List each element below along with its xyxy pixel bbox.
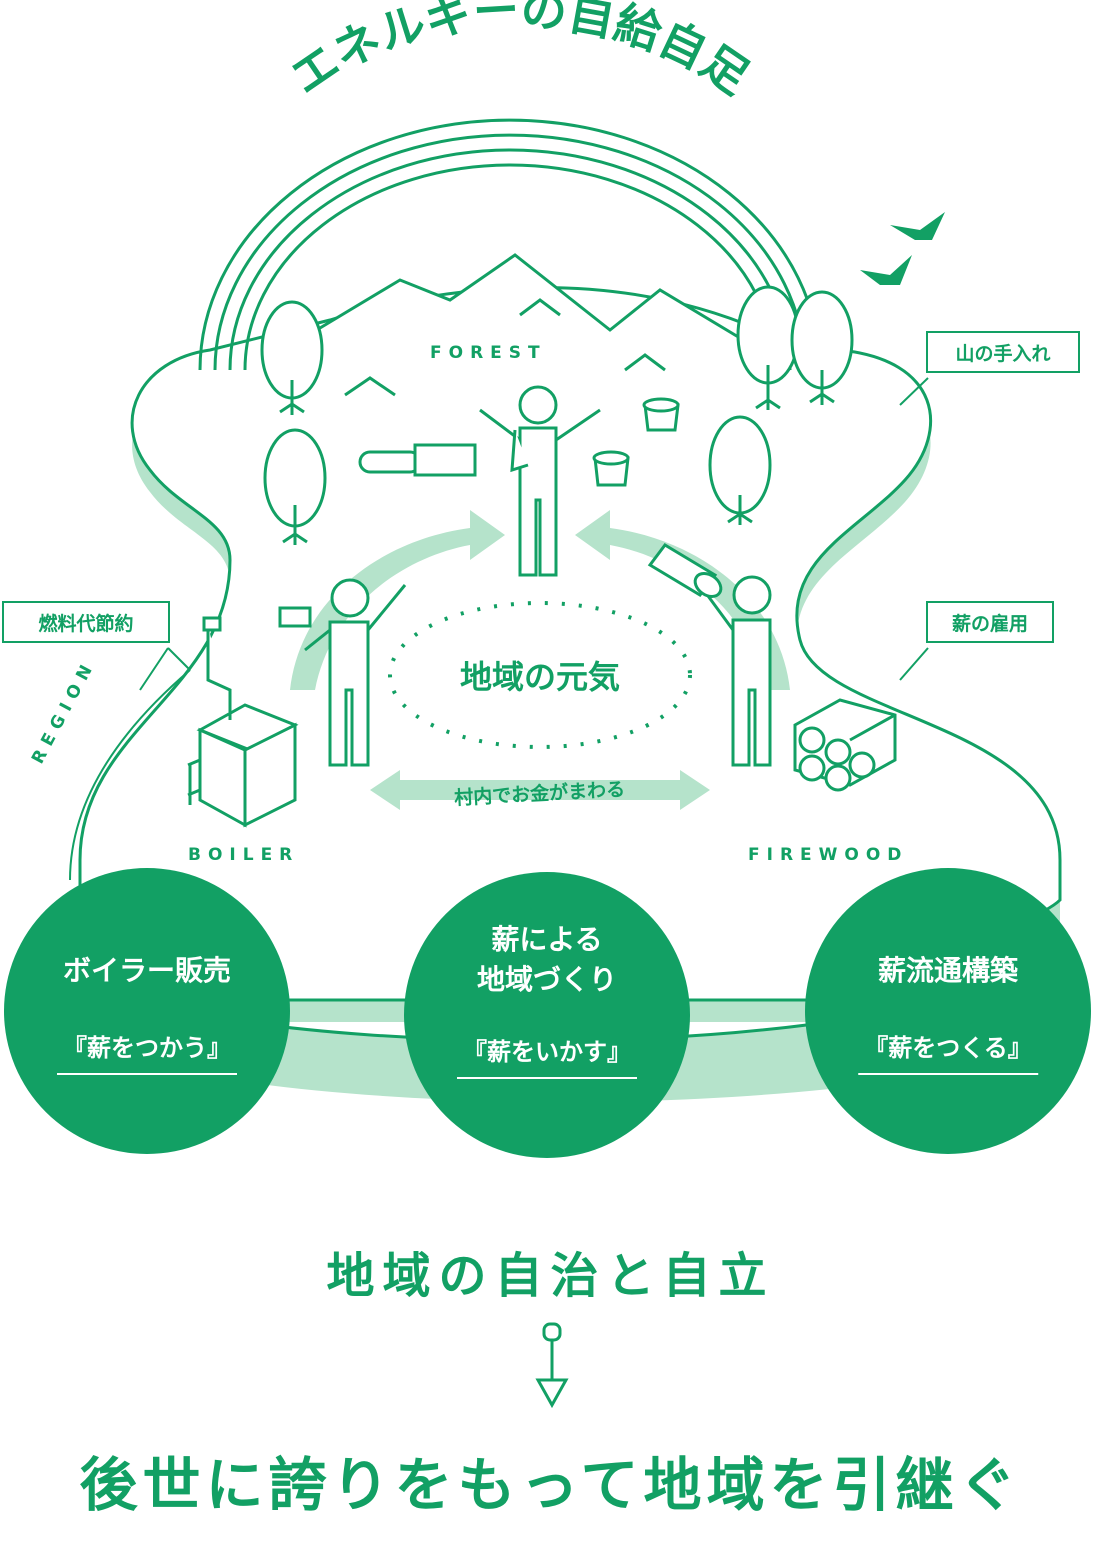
circle-sub: 『薪をつくる』 [858,1028,1038,1075]
chainsaw-icon [358,443,477,477]
label-fuel-saving: 燃料代節約 [2,601,170,643]
conclusion: 後世に誇りをもって地域を引継ぐ [79,1451,1022,1519]
firewood-stack-icon [793,698,897,792]
boiler-icon [187,616,299,828]
log-icon [647,543,723,598]
circle-sub: 『薪をいかす』 [457,1032,637,1079]
person-icon [698,575,772,767]
arc-title: エネルギーの自給自足 [281,0,760,105]
vitality-ring [388,601,692,749]
rainbow-icon [198,118,822,371]
circle-community-building: 薪による 地域づくり 『薪をいかす』 [404,872,690,1158]
circle-title: 薪流通構築 [877,954,1018,987]
circle-sub: 『薪をつかう』 [57,1028,237,1075]
arrow-down-icon [535,1322,569,1409]
circle-distribution: 薪流通構築 『薪をつくる』 [805,868,1091,1154]
vitality-label: 地域の元気 [460,658,620,696]
leader-lines [139,377,929,691]
region-arc [69,669,191,881]
zone-firewood: FIREWOOD [748,845,909,865]
person-icon [278,578,407,767]
headline: 地域の自治と自立 [326,1248,775,1304]
circle-boiler-sales: ボイラー販売 『薪をつかう』 [4,868,290,1154]
circle-title-line2: 地域づくり [476,963,617,996]
zone-forest: FOREST [430,343,547,363]
label-firewood-jobs: 薪の雇用 [926,601,1054,643]
mountain-icon [299,253,761,397]
tree-icon [260,285,854,545]
bird-icon [860,212,945,285]
circle-title: ボイラー販売 [62,954,231,987]
stump-icon [592,397,680,487]
circle-title-line1: 薪による [491,923,603,956]
zone-boiler: BOILER [188,845,300,865]
label-mountain-care: 山の手入れ [926,331,1080,373]
person-icon [479,385,601,577]
